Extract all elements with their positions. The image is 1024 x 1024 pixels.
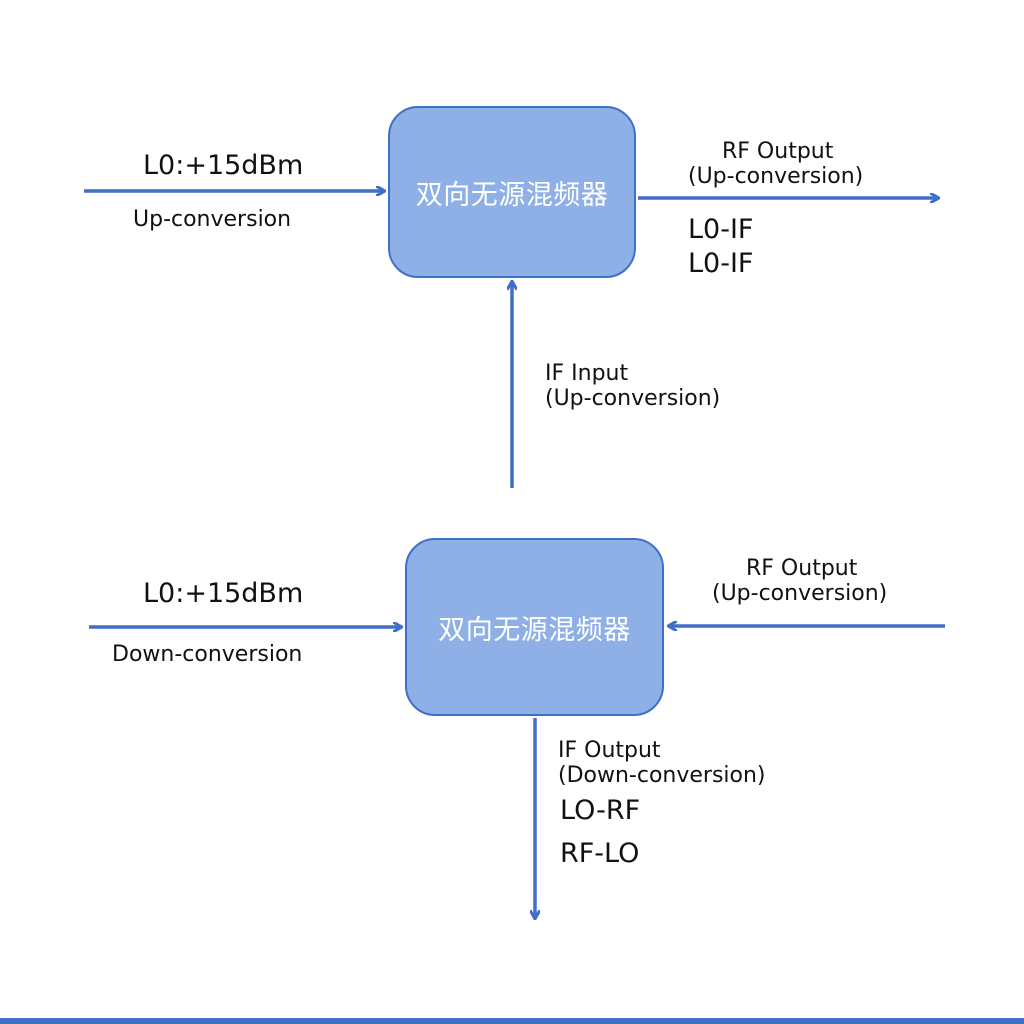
lower-leak-label-1: LO-RF: [560, 795, 641, 826]
lower-rf-sublabel: (Up-conversion): [712, 581, 888, 606]
upper-leak-label-2: L0-IF: [688, 248, 754, 279]
bottom-divider: [0, 1018, 1024, 1024]
lower-if-output-label: IF Output: [558, 738, 661, 763]
lower-mixer-label: 双向无源混频器: [438, 614, 631, 646]
upper-mode-label: Up-conversion: [133, 207, 292, 232]
lower-rf-label: RF Output: [746, 556, 858, 581]
upper-rf-output-sublabel: (Up-conversion): [688, 164, 864, 189]
lower-leak-label-2: RF-LO: [560, 838, 640, 869]
lower-lo-power-label: L0:+15dBm: [143, 578, 304, 609]
upper-rf-output-label: RF Output: [722, 139, 834, 164]
upper-if-input-sublabel: (Up-conversion): [545, 386, 721, 411]
lower-if-output-sublabel: (Down-conversion): [558, 763, 766, 788]
upper-leak-label-1: L0-IF: [688, 214, 754, 245]
lower-mode-label: Down-conversion: [112, 642, 303, 667]
upper-if-input-label: IF Input: [545, 361, 629, 386]
lower-mixer-block: 双向无源混频器: [405, 538, 664, 716]
upper-mixer-label: 双向无源混频器: [415, 179, 609, 211]
upper-lo-power-label: L0:+15dBm: [143, 150, 304, 181]
upper-mixer-block: 双向无源混频器: [388, 106, 636, 278]
